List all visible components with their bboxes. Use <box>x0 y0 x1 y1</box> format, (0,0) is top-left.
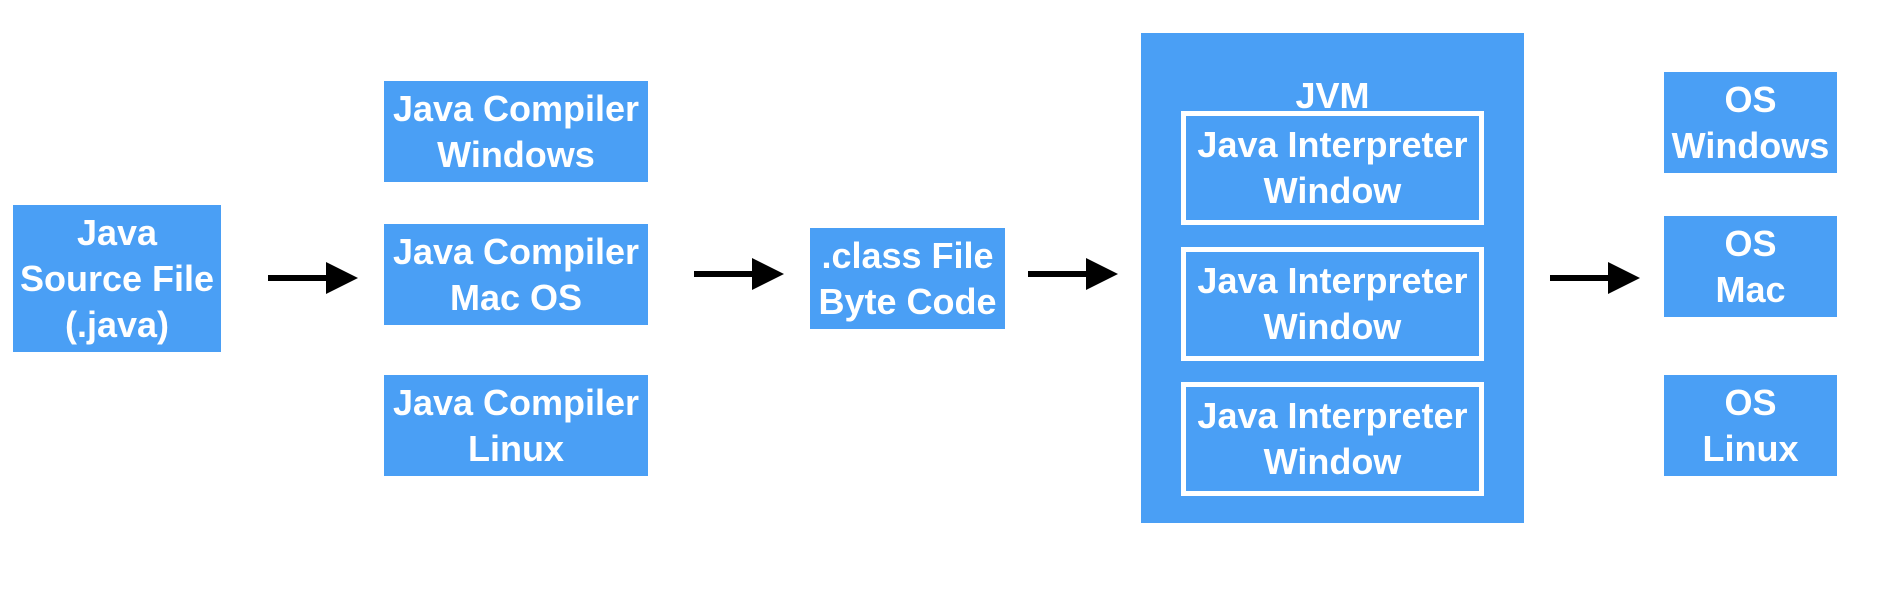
arrow-jvm-to-os <box>1550 262 1640 294</box>
arrow-compiler-to-bytecode <box>694 258 784 290</box>
source-line-1: Java <box>76 211 158 253</box>
jvm-container: JVM Java Interpreter Window Java Interpr… <box>1141 33 1524 523</box>
os-mac-box: OS Mac <box>1664 216 1837 317</box>
compiler-linux-line-2: Linux <box>468 427 564 469</box>
compiler-mac-line-2: Mac OS <box>449 276 583 318</box>
os-windows-box: OS Windows <box>1664 72 1837 173</box>
os-mac-line-1: OS <box>1724 222 1777 264</box>
os-mac-line-2: Mac <box>1715 268 1786 310</box>
arrow-bytecode-to-jvm <box>1028 258 1118 290</box>
interpreter-box-2: Java Interpreter Window <box>1181 247 1484 361</box>
compiler-mac-line-1: Java Compiler <box>392 230 640 272</box>
source-line-3: (.java) <box>64 303 170 345</box>
os-windows-line-2: Windows <box>1671 124 1830 166</box>
interpreter-box-3: Java Interpreter Window <box>1181 382 1484 496</box>
java-source-file-box: Java Source File (.java) <box>13 205 221 352</box>
interpreter-1-line-2: Window <box>1263 170 1402 211</box>
bytecode-line-1: .class File <box>821 234 994 276</box>
compiler-linux-line-1: Java Compiler <box>392 381 640 423</box>
source-line-2: Source File <box>19 257 215 299</box>
interpreter-2-line-2: Window <box>1263 306 1402 347</box>
compiler-windows-line-2: Windows <box>437 133 595 175</box>
interpreter-2-line-1: Java Interpreter <box>1197 260 1468 301</box>
compiler-windows-box: Java Compiler Windows <box>384 81 648 182</box>
interpreter-3-line-1: Java Interpreter <box>1197 395 1468 436</box>
os-linux-line-1: OS <box>1724 381 1777 423</box>
os-windows-line-1: OS <box>1724 78 1777 120</box>
arrow-source-to-compiler <box>268 262 358 294</box>
jvm-title: JVM <box>1295 75 1370 116</box>
interpreter-3-line-2: Window <box>1263 441 1402 482</box>
os-linux-box: OS Linux <box>1664 375 1837 476</box>
os-linux-line-2: Linux <box>1702 427 1799 469</box>
bytecode-box: .class File Byte Code <box>810 228 1005 329</box>
compiler-windows-line-1: Java Compiler <box>392 87 640 129</box>
compiler-mac-box: Java Compiler Mac OS <box>384 224 648 325</box>
compiler-linux-box: Java Compiler Linux <box>384 375 648 476</box>
bytecode-line-2: Byte Code <box>818 280 997 322</box>
interpreter-1-line-1: Java Interpreter <box>1197 124 1468 165</box>
interpreter-box-1: Java Interpreter Window <box>1181 111 1484 225</box>
